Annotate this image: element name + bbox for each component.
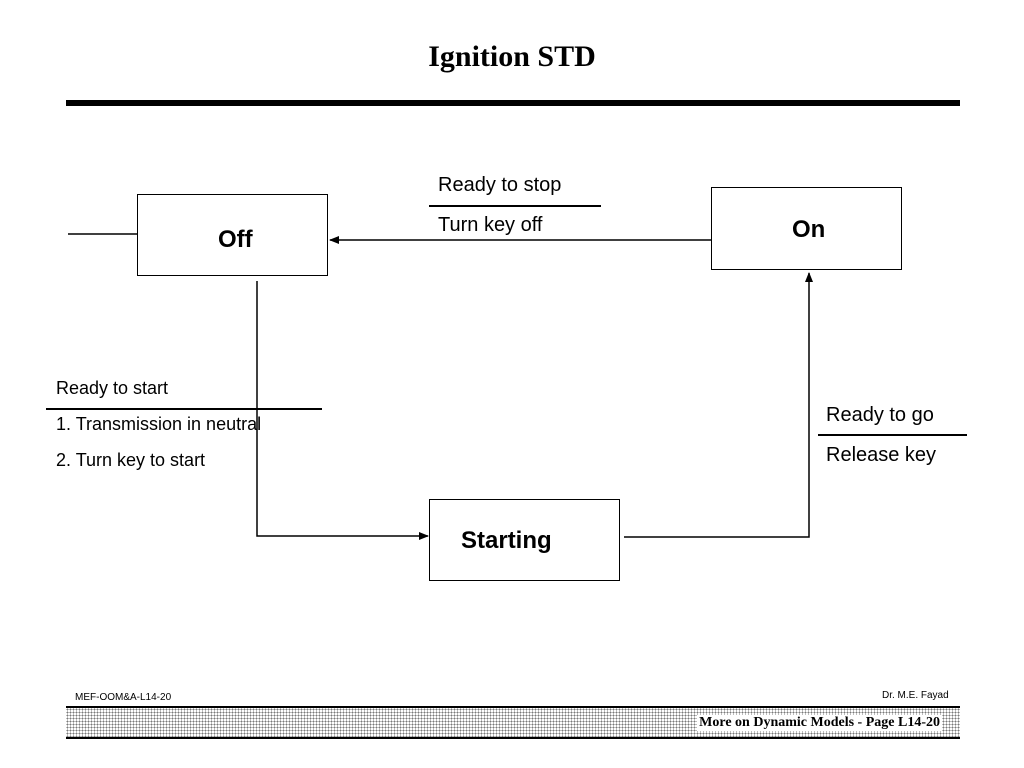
title-divider — [66, 100, 960, 106]
state-off: Off — [137, 194, 328, 276]
state-starting-label: Starting — [461, 527, 552, 554]
footer-page-label: More on Dynamic Models - Page L14-20 — [697, 715, 942, 731]
starting-to-on-action: Release key — [826, 444, 937, 466]
starting-to-on-event: Ready to go — [826, 404, 934, 426]
state-on: On — [711, 187, 902, 270]
footer-band: More on Dynamic Models - Page L14-20 — [66, 706, 960, 739]
footer-slide-id: MEF-OOM&A-L14-20 — [75, 692, 172, 703]
slide-title: Ignition STD — [428, 40, 596, 73]
state-starting: Starting — [429, 499, 620, 581]
starting-to-on-arrow — [624, 272, 813, 538]
off-to-starting-divider — [46, 408, 322, 410]
state-off-label: Off — [218, 226, 253, 253]
on-to-off-event: Ready to stop — [438, 174, 562, 196]
off-to-starting-arrow — [256, 281, 429, 540]
off-to-starting-condition-2: 2. Turn key to start — [56, 450, 206, 470]
footer-author: Dr. M.E. Fayad — [882, 690, 949, 701]
on-to-off-action: Turn key off — [438, 214, 543, 236]
on-to-off-divider — [429, 205, 601, 207]
off-to-starting-condition-1: 1. Transmission in neutral — [56, 414, 262, 434]
starting-to-on-divider — [818, 434, 967, 436]
state-on-label: On — [792, 216, 826, 243]
off-to-starting-event: Ready to start — [56, 378, 169, 398]
